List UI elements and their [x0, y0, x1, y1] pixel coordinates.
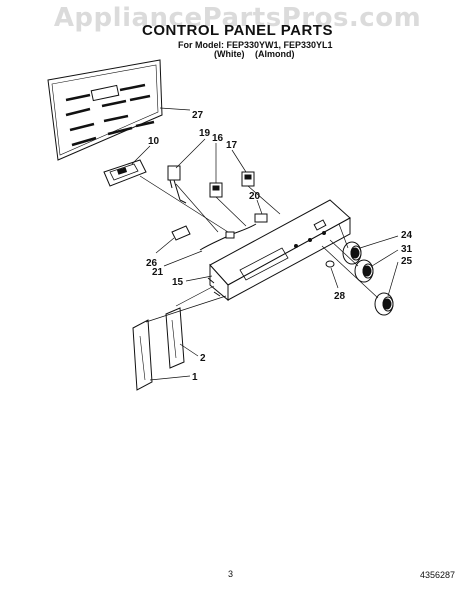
callout-24: 24	[401, 230, 413, 241]
part-2-bracket	[165, 307, 185, 369]
callout-20: 20	[249, 191, 261, 202]
page-number: 3	[228, 569, 234, 579]
callout-1: 1	[192, 372, 198, 383]
part-17-switch	[241, 171, 255, 187]
callout-26: 26	[146, 258, 158, 269]
watermark: AppliancePartsPros.com	[53, 3, 422, 33]
leader-lines	[131, 107, 399, 381]
part-1-bracket	[132, 319, 153, 391]
part-28-spacer	[325, 260, 335, 268]
callout-16: 16	[212, 133, 224, 144]
knob-25	[374, 292, 394, 316]
callout-15: 15	[172, 277, 184, 288]
color-variants: (White) (Almond)	[214, 49, 295, 59]
callout-10: 10	[148, 136, 160, 147]
callout-25: 25	[401, 256, 413, 267]
callout-17: 17	[226, 140, 238, 151]
part-10-clock	[103, 159, 147, 187]
callout-31: 31	[401, 244, 413, 255]
callout-28: 28	[334, 291, 346, 302]
document-number: 4356287	[420, 570, 456, 580]
callout-19: 19	[199, 128, 211, 139]
knob-31	[354, 259, 374, 283]
part-21-harness	[199, 223, 257, 251]
part-26-clip	[171, 225, 191, 241]
part-15-control-panel	[207, 199, 351, 302]
knob-24	[342, 241, 362, 265]
part-20-terminal	[254, 213, 268, 223]
assembly-guide-lines	[139, 175, 379, 323]
part-16-switch	[209, 182, 223, 198]
part-27-backguard	[47, 59, 163, 161]
callout-21: 21	[152, 267, 164, 278]
callout-27: 27	[192, 110, 204, 121]
callout-2: 2	[200, 353, 206, 364]
page-title: CONTROL PANEL PARTS	[142, 22, 333, 39]
part-19-switch	[167, 165, 187, 204]
model-line: For Model: FEP330YW1, FEP330YL1	[178, 40, 333, 50]
